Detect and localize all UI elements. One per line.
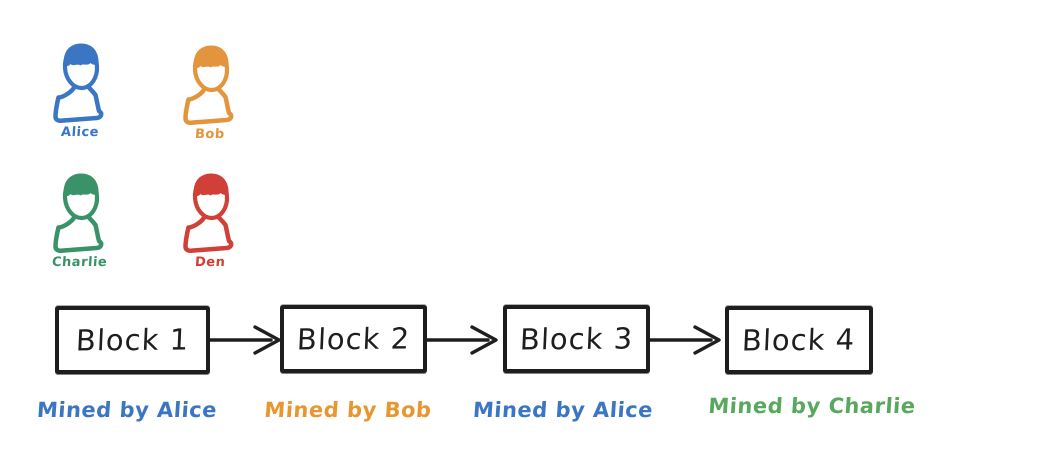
block-4: Block 4 <box>725 306 873 374</box>
person-icon <box>48 170 112 254</box>
block-2: Block 2 <box>280 305 427 373</box>
arrow-icon <box>648 324 723 360</box>
person-alice: Alice <box>44 40 116 140</box>
person-den: Den <box>174 170 246 270</box>
block-1-label: Block 1 <box>75 322 190 358</box>
person-icon <box>178 42 242 126</box>
person-name-label: Den <box>194 255 226 270</box>
block-4-label: Block 4 <box>741 322 857 358</box>
mined-by-label-block-3: Mined by Alice <box>472 398 654 422</box>
person-charlie: Charlie <box>44 170 116 270</box>
person-name-label: Bob <box>194 127 226 142</box>
person-bob: Bob <box>174 42 246 142</box>
block-3: Block 3 <box>503 305 650 373</box>
mined-by-label-block-4: Mined by Charlie <box>707 394 917 418</box>
person-icon <box>178 170 242 254</box>
person-icon <box>48 40 112 124</box>
arrow-icon <box>425 324 500 360</box>
block-1: Block 1 <box>55 306 210 374</box>
person-name-label: Charlie <box>51 255 109 270</box>
person-name-label: Alice <box>60 125 100 140</box>
arrow-icon <box>208 324 283 360</box>
block-3-label: Block 3 <box>519 321 634 357</box>
block-2-label: Block 2 <box>296 321 411 357</box>
